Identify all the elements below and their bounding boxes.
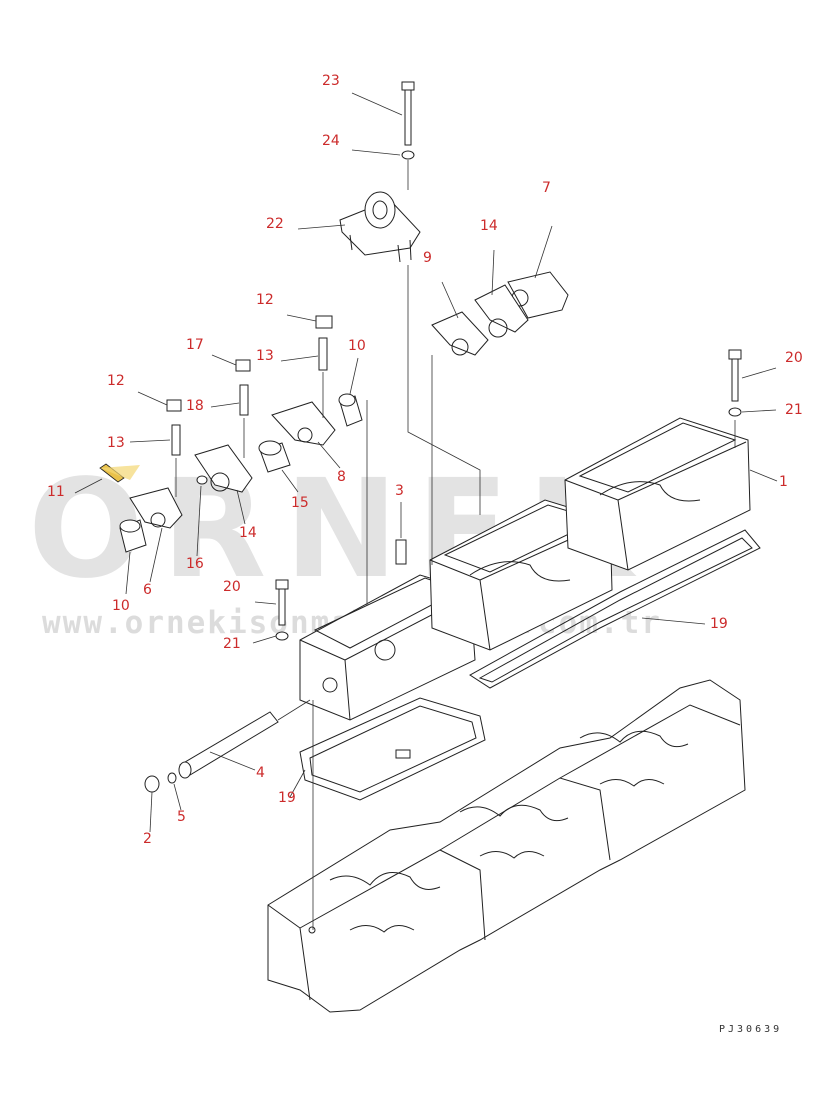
callout-15: 15 xyxy=(291,495,309,511)
rocker-arm-7 xyxy=(507,271,569,319)
cylinder-head-block xyxy=(267,679,746,1013)
callout-8: 8 xyxy=(337,469,346,485)
adjusting-screw-13-lower xyxy=(171,424,181,456)
callout-7: 7 xyxy=(542,180,551,196)
washer-21-right xyxy=(728,407,742,417)
bushing-15 xyxy=(258,440,291,473)
rocker-arm-6 xyxy=(129,487,183,529)
alignment-lines xyxy=(175,160,736,930)
bushing-10-lower xyxy=(119,519,147,553)
callout-4: 4 xyxy=(256,765,265,781)
callout-13-upper: 13 xyxy=(256,348,274,364)
bolt-11 xyxy=(99,463,140,483)
drawing-code: PJ30639 xyxy=(719,1024,783,1035)
rocker-arm-9 xyxy=(431,311,489,356)
bolt-20-right xyxy=(728,349,742,402)
callout-13-lower: 13 xyxy=(107,435,125,451)
callout-5: 5 xyxy=(177,809,186,825)
callout-9: 9 xyxy=(423,250,432,266)
plug-3 xyxy=(395,539,407,565)
bushing-10-upper xyxy=(338,393,363,427)
callout-6: 6 xyxy=(143,582,152,598)
callout-1: 1 xyxy=(779,474,788,490)
callout-19-left: 19 xyxy=(278,790,296,806)
rocker-shaft xyxy=(178,711,279,779)
nut-12-lower xyxy=(166,399,182,412)
callout-20-left: 20 xyxy=(223,579,241,595)
head-gasket-front xyxy=(299,697,486,801)
bolt-23 xyxy=(401,81,415,146)
callout-14-upper: 14 xyxy=(480,218,498,234)
adjusting-screw-13-upper xyxy=(318,337,328,371)
callout-12-upper: 12 xyxy=(256,292,274,308)
callout-10-upper: 10 xyxy=(348,338,366,354)
callout-2: 2 xyxy=(143,831,152,847)
callout-22: 22 xyxy=(266,216,284,232)
washer-21-left xyxy=(275,631,289,641)
leader-lines xyxy=(74,92,778,833)
nut-17 xyxy=(235,359,251,372)
callout-17: 17 xyxy=(186,337,204,353)
nut-12-upper xyxy=(315,315,333,329)
bolt-20-left xyxy=(275,579,289,626)
washer-16 xyxy=(196,475,208,485)
callout-14-lower: 14 xyxy=(239,525,257,541)
rocker-arm-8 xyxy=(271,401,336,446)
adjusting-screw-18 xyxy=(239,384,249,416)
bracket-22 xyxy=(339,191,421,263)
callout-19-right: 19 xyxy=(710,616,728,632)
callout-18: 18 xyxy=(186,398,204,414)
callout-21-left: 21 xyxy=(223,636,241,652)
rocker-arm-14-lower xyxy=(194,444,253,493)
washer-2 xyxy=(144,775,160,793)
callout-20-right: 20 xyxy=(785,350,803,366)
rocker-arm-14-upper xyxy=(474,284,529,338)
callout-21-right: 21 xyxy=(785,402,803,418)
callout-11: 11 xyxy=(47,484,65,500)
callout-16: 16 xyxy=(186,556,204,572)
callout-10-lower: 10 xyxy=(112,598,130,614)
rocker-housing-3 xyxy=(564,417,751,571)
washer-5 xyxy=(167,772,177,784)
head-gasket-rear xyxy=(469,529,761,689)
callout-24: 24 xyxy=(322,133,340,149)
washer-24 xyxy=(401,150,415,160)
callout-12-lower: 12 xyxy=(107,373,125,389)
callout-3: 3 xyxy=(395,483,404,499)
callout-23: 23 xyxy=(322,73,340,89)
